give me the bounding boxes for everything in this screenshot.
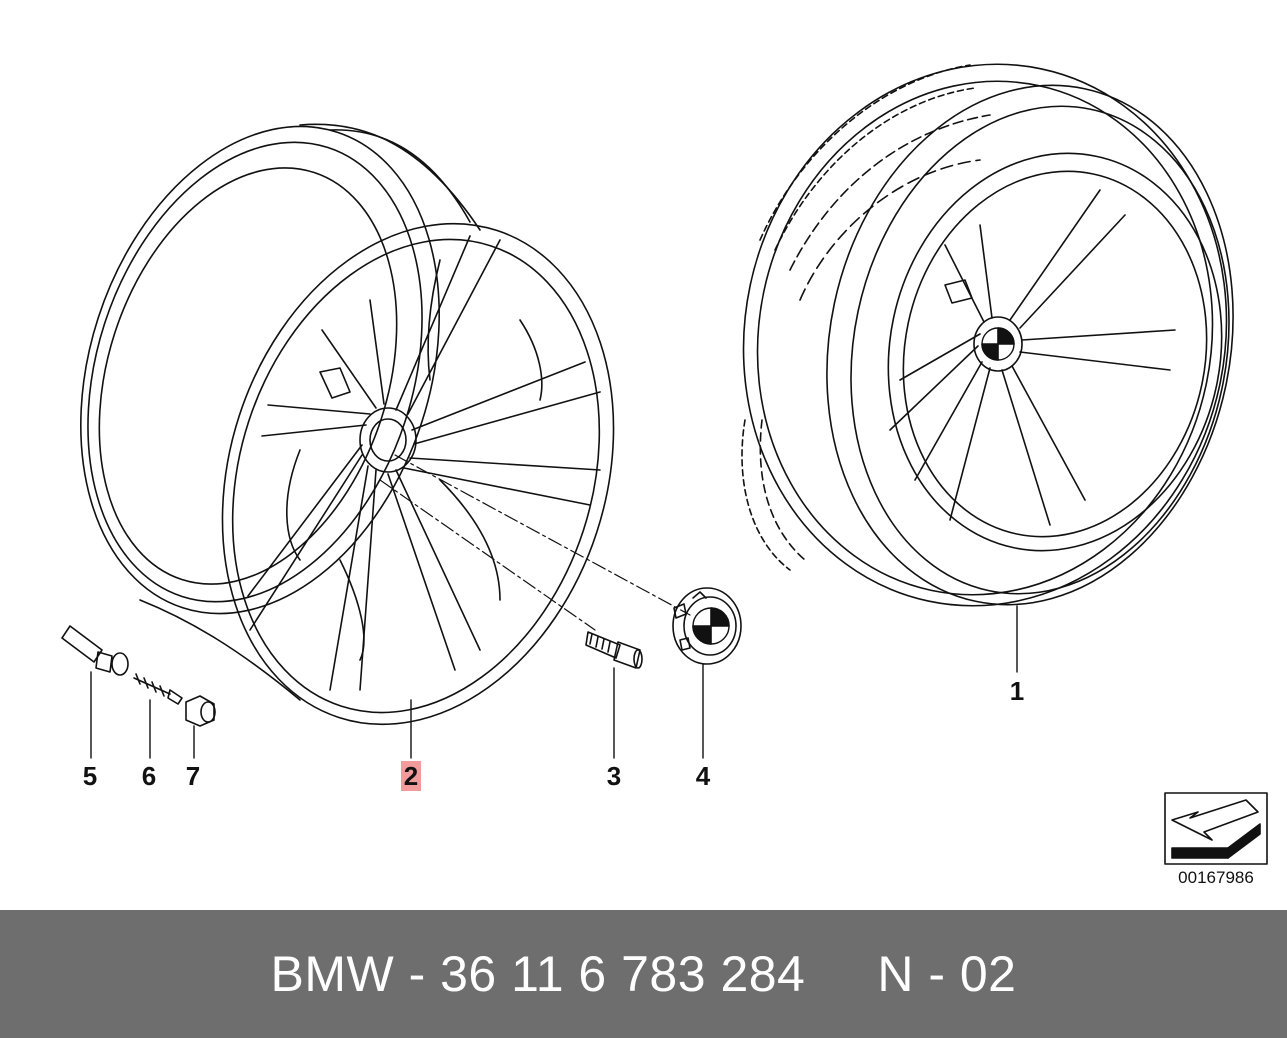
leader-lines [90,605,1018,759]
callout-3: 3 [606,761,622,791]
callout-4: 4 [695,761,711,791]
view-direction-box [1164,792,1268,865]
callout-2: 2 [401,761,421,791]
drawing-number: 00167986 [1178,868,1254,887]
arrow-down-left-icon [1171,799,1259,841]
complete-wheel [741,63,1234,607]
assembly-lines [379,454,691,631]
wheel-bolt [585,631,643,669]
callout-6: 6 [141,761,157,791]
bmw-roundel-icon [981,327,1015,361]
valve-core [133,673,183,705]
callout-7: 7 [185,761,201,791]
tire-valve [61,625,129,676]
bmw-roundel-icon [692,607,730,645]
alloy-rim [80,123,615,726]
hub-cap [672,587,742,665]
valve-cap [185,695,216,727]
footer-bar: BMW - 36 11 6 783 284 N - 02 [0,910,1287,1038]
part-number-caption: BMW - 36 11 6 783 284 N - 02 [270,946,1017,1002]
wheel-assembly-diagram [61,63,1268,865]
callout-5: 5 [82,761,98,791]
callout-1: 1 [1009,676,1025,706]
